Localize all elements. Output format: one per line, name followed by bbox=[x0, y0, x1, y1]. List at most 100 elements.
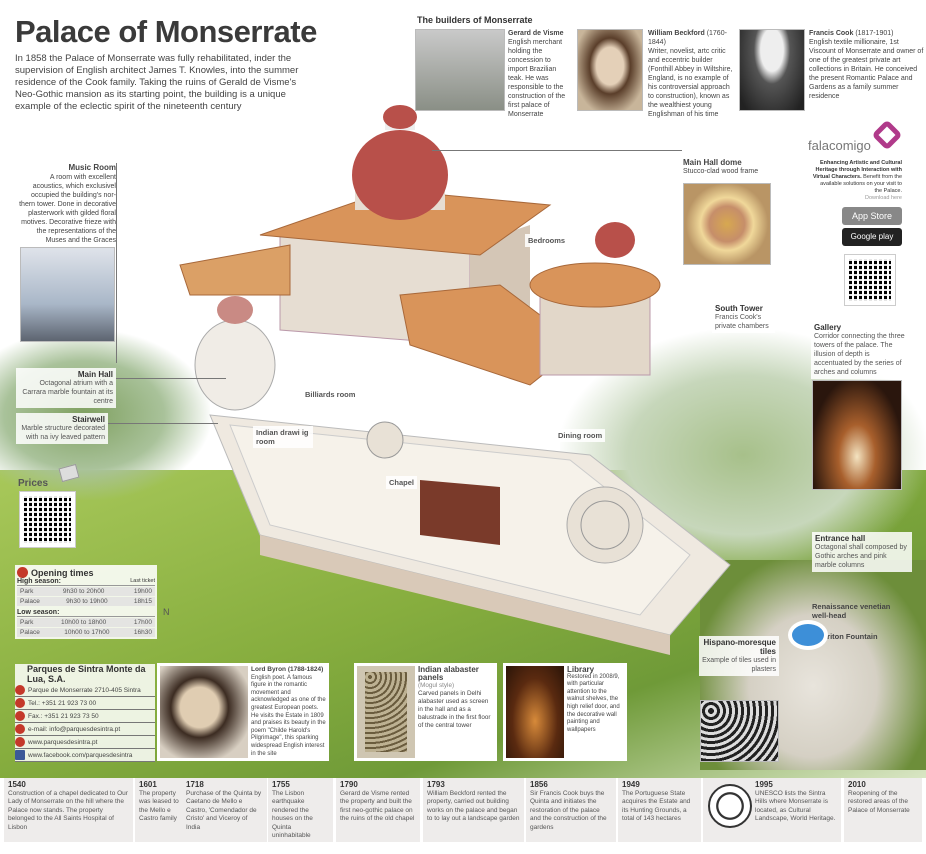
entrance-hall-title: Entrance hall bbox=[815, 534, 866, 543]
stairwell-title: Stairwell bbox=[72, 415, 105, 424]
timeline-text: Sir Francis Cook buys the Quinta and ini… bbox=[530, 789, 607, 831]
timeline-year: 1601 bbox=[139, 780, 157, 789]
hours: 10h00 to 17h00 bbox=[64, 629, 110, 636]
qr-code-app[interactable] bbox=[844, 254, 896, 306]
library-image bbox=[506, 666, 564, 758]
builder-text: Writer, novelist, artc critic and eccent… bbox=[648, 48, 733, 118]
timeline-year: 1790 bbox=[340, 780, 358, 789]
timeline-text: Purchase of the Quinta by Caetano de Mel… bbox=[186, 789, 262, 831]
website[interactable]: www.parquesdesintra.pt bbox=[15, 736, 155, 749]
lord-byron-portrait bbox=[160, 666, 248, 758]
alabaster-title: Indian alabaster panels bbox=[418, 665, 479, 682]
gallery-title: Gallery bbox=[814, 323, 842, 332]
south-tower bbox=[529, 222, 661, 376]
dining-room-label: Dining room bbox=[555, 429, 606, 442]
website-link[interactable]: www.parquesdesintra.pt bbox=[28, 738, 98, 746]
gallery-image bbox=[812, 380, 902, 490]
last-ticket: 16h30 bbox=[133, 629, 152, 636]
google-play-button[interactable]: Google play bbox=[842, 228, 902, 246]
opening-times-heading: Opening times bbox=[17, 567, 155, 578]
last-ticket: 19h00 bbox=[133, 588, 152, 595]
music-room-image bbox=[20, 247, 115, 342]
builder-dates: (1817-1901) bbox=[855, 30, 894, 37]
alabaster-subtitle: (Mogul style) bbox=[418, 682, 455, 689]
falacomigo-tagline: Enhancing Artistic and Cultural Heritage… bbox=[812, 160, 902, 180]
venue: Palace bbox=[20, 629, 40, 636]
builder-name: Francis Cook bbox=[809, 30, 854, 37]
alabaster-text: Carved panels in Delhi alabaster used as… bbox=[418, 690, 491, 729]
alabaster-panel-image bbox=[357, 666, 415, 758]
email[interactable]: e-mail: info@parquesdesintra.pt bbox=[15, 723, 155, 736]
high-season-label: High season: bbox=[17, 578, 61, 585]
triton-fountain-label: Triton Fountain bbox=[823, 632, 878, 641]
tiles-image bbox=[700, 700, 779, 762]
central-dome bbox=[352, 105, 448, 220]
high-season-row: High season: Last ticket bbox=[17, 578, 155, 586]
contact-panel: Parques de Sintra Monte da Lua, S.A. Par… bbox=[15, 664, 155, 762]
lower-wing bbox=[209, 414, 731, 655]
facebook-link[interactable]: www.facebook.com/parquesdesintra bbox=[28, 751, 133, 759]
last-ticket-label: Last ticket bbox=[130, 578, 155, 584]
south-tower-text: Francis Cook's private chambers bbox=[715, 314, 769, 330]
telephone-text: Tel.: +351 21 923 73 00 bbox=[28, 699, 97, 707]
facebook-icon bbox=[15, 750, 25, 760]
timeline-text: William Beckford rented the property, ca… bbox=[427, 789, 520, 823]
timeline-year: 1793 bbox=[427, 780, 445, 789]
opening-times-title: Opening times bbox=[31, 567, 94, 578]
south-tower-title: South Tower bbox=[715, 304, 763, 313]
timeline-text: UNESCO lists the Sintra Hills where Mons… bbox=[755, 789, 836, 823]
indian-drawing-room-label: Indian drawi ig room bbox=[253, 426, 313, 448]
download-label: Download here bbox=[865, 195, 902, 201]
main-hall-text: Octagonal atrium with a Carrara marble f… bbox=[22, 380, 113, 405]
timeline-year: 1995 bbox=[755, 780, 773, 789]
facebook[interactable]: www.facebook.com/parquesdesintra bbox=[15, 749, 155, 762]
venue: Park bbox=[20, 588, 34, 595]
william-beckford-portrait bbox=[577, 29, 643, 111]
timeline-text: The Lisbon earthquake rendered the house… bbox=[272, 789, 313, 840]
builder-cook: Francis Cook (1817-1901) English textile … bbox=[809, 29, 924, 101]
qr-code-prices[interactable] bbox=[19, 491, 76, 548]
prices-label: Prices bbox=[18, 478, 49, 489]
builders-header: The builders of Monserrate bbox=[417, 15, 533, 25]
builder-text: English textile millionaire, 1st Viscoun… bbox=[809, 39, 924, 100]
bedrooms-label: Bedrooms bbox=[525, 234, 569, 247]
dome-text: Stucco-clad wood frame bbox=[683, 168, 759, 175]
entrance-hall-text: Octagonal shall composed by Gothic arche… bbox=[815, 544, 907, 569]
timeline-year: 1540 bbox=[8, 780, 26, 789]
builder-beckford: William Beckford (1760-1844) Writer, nove… bbox=[648, 29, 733, 119]
builder-dates: (1760-1844) bbox=[648, 30, 727, 46]
app-store-button[interactable]: App Store bbox=[842, 207, 902, 225]
falacomigo-logo-icon bbox=[871, 119, 903, 151]
timeline-text: Construction of a chapel dedicated to Ou… bbox=[8, 789, 128, 831]
home-icon bbox=[15, 685, 25, 695]
main-hall-dome-image bbox=[683, 183, 771, 265]
last-ticket: 17h00 bbox=[133, 619, 152, 626]
time-row: Palace 10h00 to 17h00 16h30 bbox=[17, 628, 155, 637]
francis-cook-portrait bbox=[739, 29, 805, 111]
last-ticket: 18h15 bbox=[133, 598, 152, 605]
music-room-text: A room with excellent acoustics, which e… bbox=[19, 174, 116, 244]
builder-name: Gerard de Visme bbox=[508, 30, 564, 37]
billiards-room-label: Billiards room bbox=[302, 388, 359, 401]
renaissance-well-head-label: Renaissance venetian well-head bbox=[812, 602, 891, 620]
builder-name: William Beckford bbox=[648, 30, 705, 37]
email-link[interactable]: e-mail: info@parquesdesintra.pt bbox=[28, 725, 121, 733]
organization-name: Parques de Sintra Monte da Lua, S.A. bbox=[15, 664, 155, 684]
timeline-text: Reopening of the restored areas of the P… bbox=[848, 789, 910, 814]
